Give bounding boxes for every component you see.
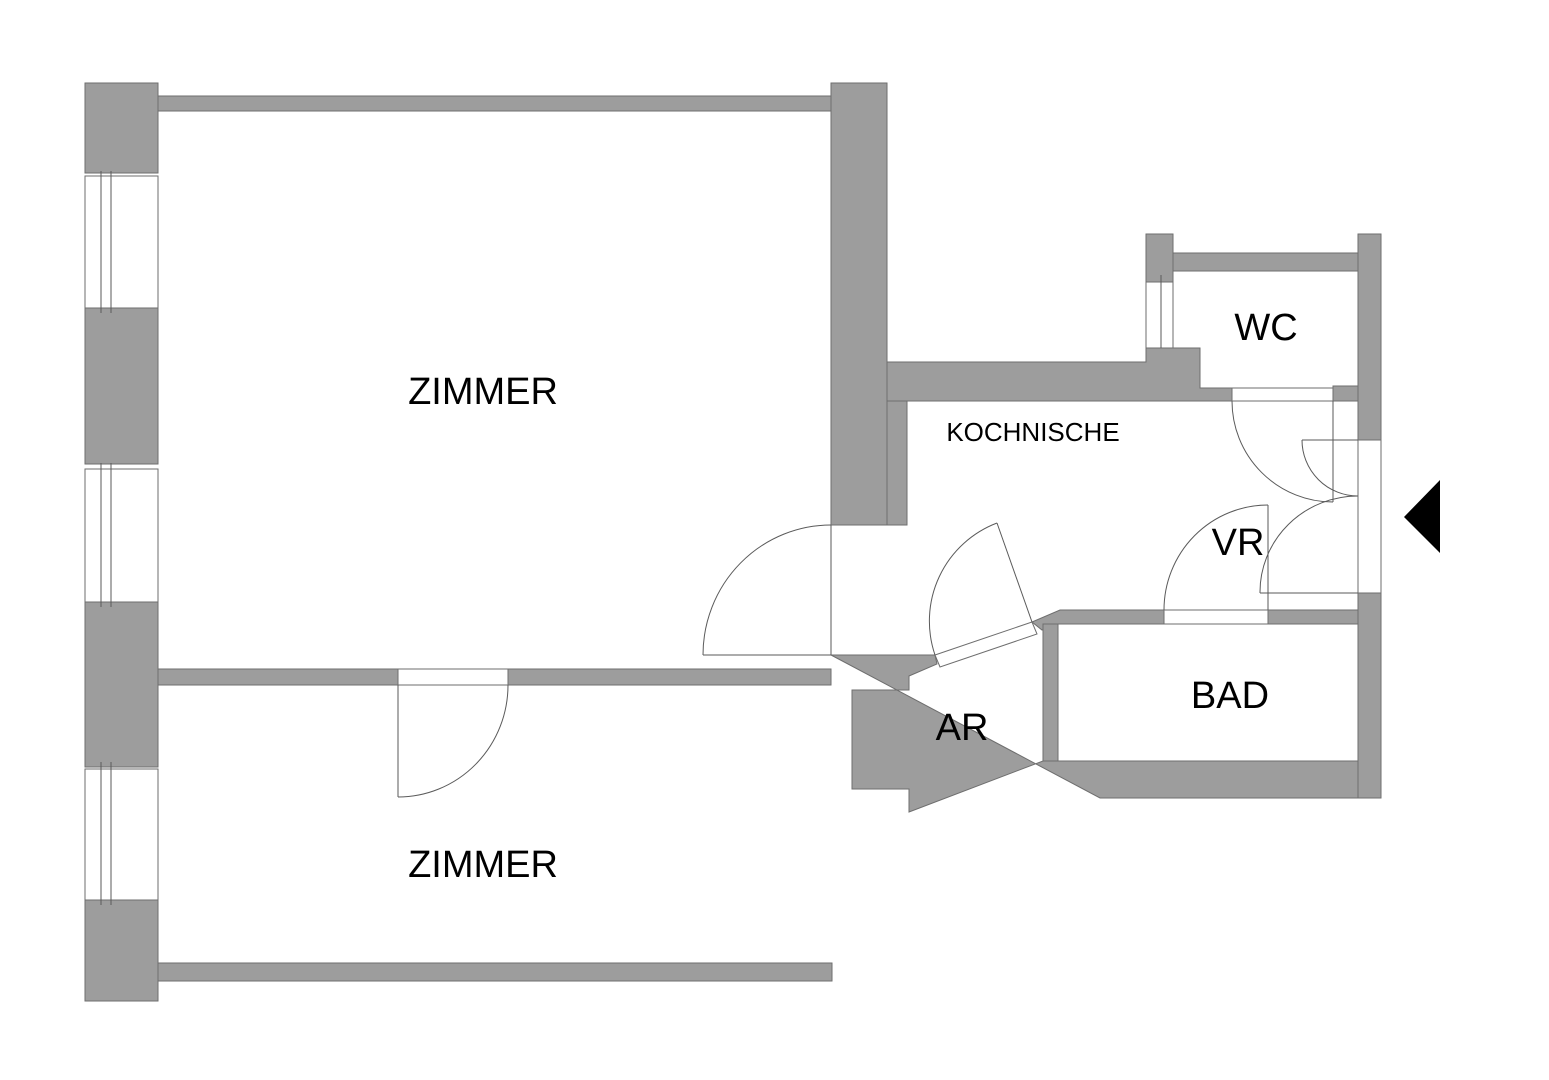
- room-label-bad: BAD: [1191, 675, 1269, 717]
- room-label-zimmer-1: ZIMMER: [408, 371, 558, 413]
- room-label-wc: WC: [1234, 307, 1297, 349]
- ar-door-opening: [934, 621, 1038, 668]
- wc-left-wall-top: [1145, 233, 1174, 285]
- right-exterior-wall-bottom: [1357, 592, 1382, 799]
- bottom-curved-wall: [830, 654, 1359, 813]
- top-wall: [157, 95, 833, 112]
- kitchen-top-wall: [886, 347, 1233, 402]
- central-wall-upper: [830, 82, 888, 526]
- mid-horizontal-wall-left: [157, 668, 399, 686]
- mid-horizontal-wall-right: [507, 668, 832, 686]
- zimmer-door[interactable]: [702, 524, 832, 656]
- entrance-opening: [1357, 439, 1382, 594]
- window-1: [84, 171, 159, 313]
- room-label-ar: AR: [936, 707, 989, 749]
- room-label-zimmer-2: ZIMMER: [408, 844, 558, 886]
- room-label-kochnische: KOCHNISCHE: [946, 417, 1119, 447]
- window-2: [84, 463, 159, 607]
- vr-bad-wall-right: [1267, 609, 1359, 625]
- window-3: [84, 762, 159, 905]
- wc-door-opening: [1231, 387, 1334, 402]
- entrance-arrow-icon: [1404, 480, 1440, 553]
- ar-door[interactable]: [928, 522, 1033, 656]
- right-exterior-wall-top: [1357, 233, 1382, 441]
- wc-door[interactable]: [1231, 400, 1334, 503]
- entrance-door[interactable]: [1259, 495, 1359, 594]
- room-label-vr: VR: [1212, 522, 1265, 564]
- lower-zimmer-door-opening: [397, 668, 509, 686]
- bottom-wall: [157, 962, 833, 982]
- wc-top-wall: [1172, 252, 1360, 272]
- wc-bottom-wall-right: [1332, 385, 1359, 402]
- vr-door-inner[interactable]: [1301, 439, 1359, 497]
- bad-door-opening: [1163, 609, 1269, 625]
- bad-door[interactable]: [1163, 504, 1269, 611]
- bad-left-wall: [1042, 623, 1059, 762]
- wc-window: [1145, 275, 1174, 349]
- lower-zimmer-door[interactable]: [397, 684, 509, 798]
